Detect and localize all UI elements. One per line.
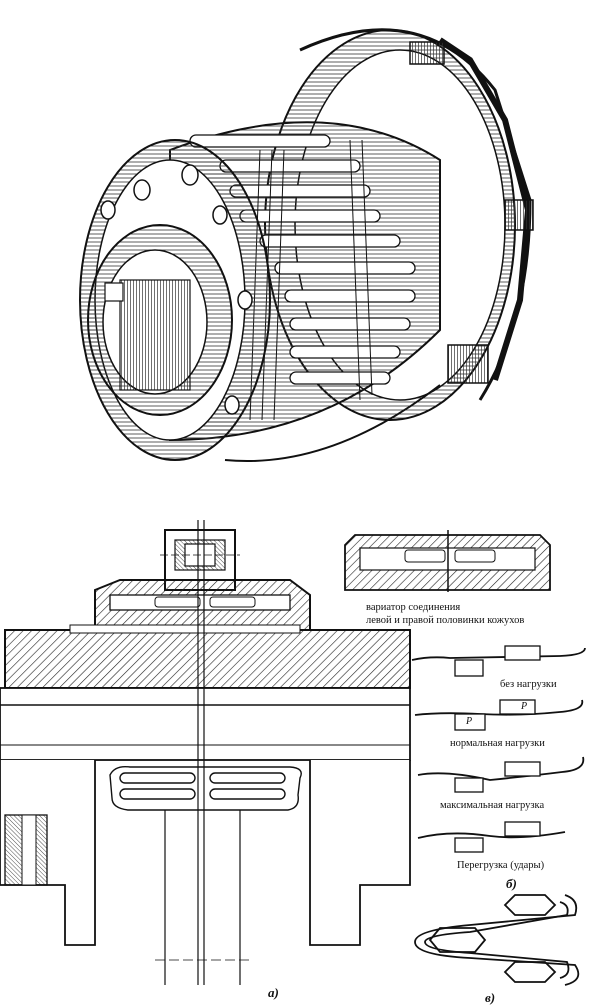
variator-caption-line2: левой и правой половинки кожухов: [366, 615, 525, 626]
figure-letter-v: в): [485, 990, 496, 1005]
label-normal-load: нормальная нагрузки: [450, 738, 545, 749]
coupling-section-drawing: [0, 520, 411, 985]
label-no-load: без нагрузки: [500, 679, 557, 690]
force-label-p-left: P: [466, 716, 473, 727]
load-states: [411, 645, 586, 853]
spring-loops: [189, 134, 416, 385]
bolt-holes: [100, 164, 253, 415]
variator-detail: [344, 530, 551, 592]
label-overload: Перегрузка (удары): [457, 860, 545, 871]
label-max-load: максимальная нагрузка: [440, 800, 545, 811]
force-label-p-right: P: [521, 701, 528, 712]
spring-detail: [414, 894, 580, 986]
figure-letter-b: б): [506, 876, 517, 891]
figure-letter-a: а): [268, 985, 279, 1000]
variator-caption-line1: вариатор соединения: [366, 602, 461, 613]
spring-bundle: [109, 765, 302, 811]
coupling-isometric-drawing: [79, 28, 534, 463]
